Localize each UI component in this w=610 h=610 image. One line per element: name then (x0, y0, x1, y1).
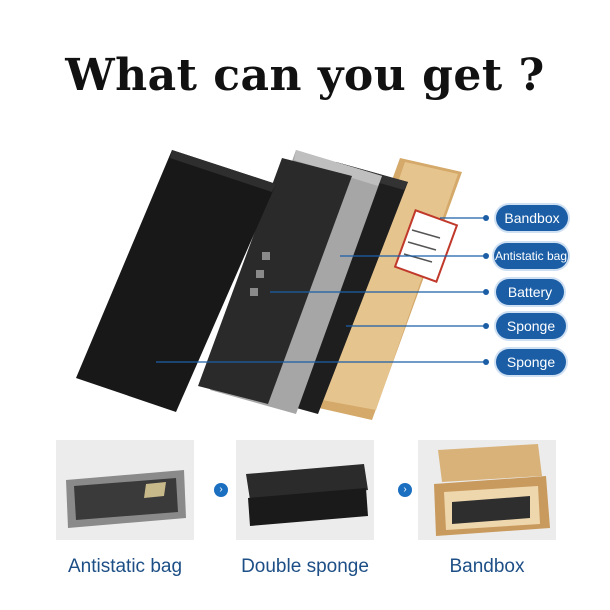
callout-sponge-1: Sponge (496, 313, 566, 339)
callout-leader-lines (156, 217, 486, 363)
double-sponge-photo (236, 440, 374, 540)
caption-bandbox: Bandbox (449, 556, 525, 577)
chevron-right-icon: › (398, 483, 412, 497)
caption-double-sponge: Double sponge (241, 556, 369, 577)
callout-battery: Battery (496, 279, 564, 305)
bandbox-label (393, 209, 459, 283)
bandbox-photo (418, 440, 556, 540)
packaging-steps: › › Antistatic bag Double sponge Bandbox (0, 440, 610, 610)
callout-antistatic-bag: Antistatic bag (494, 243, 568, 269)
antistatic-bag-photo (56, 440, 194, 540)
bandbox-layer (310, 158, 462, 420)
caption-antistatic-bag: Antistatic bag (67, 556, 183, 577)
front-sponge-layer (76, 150, 276, 412)
callout-sponge-2: Sponge (496, 349, 566, 375)
callout-bandbox: Bandbox (496, 205, 568, 231)
page-title: What can you get ? (65, 50, 545, 101)
chevron-right-icon: › (214, 483, 228, 497)
exploded-package-illustration (76, 150, 489, 420)
battery-layer (198, 158, 352, 404)
